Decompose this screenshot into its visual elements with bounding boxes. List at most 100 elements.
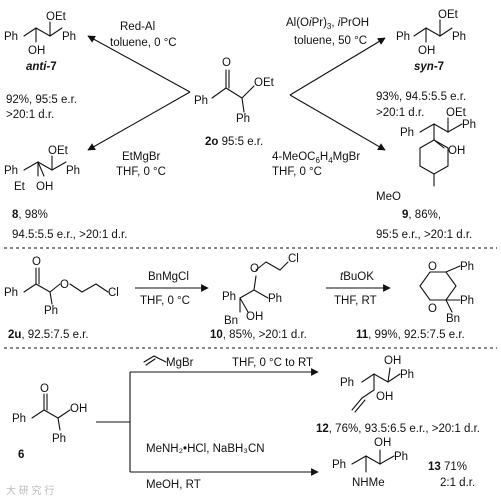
yield-12: 12, 76%, 93.5:6.5 e.r., >20:1 d.r.: [316, 423, 480, 435]
watermark: 大 研 究 行: [6, 484, 54, 497]
et-label: Et: [14, 181, 26, 193]
ph-label: Ph: [194, 95, 208, 107]
reagent-red-al: Red-Al: [120, 21, 155, 33]
ph-label: Ph: [4, 31, 18, 43]
ph-label: Ph: [4, 165, 18, 177]
compound-9: Ph Ph OEt OH MeO: [376, 107, 476, 203]
ph-label: Ph: [394, 451, 408, 463]
oh-label: OH: [246, 311, 263, 323]
vinyl-grignard: MgBr: [143, 355, 194, 369]
ph-label: Ph: [222, 291, 236, 303]
oh-label: OH: [376, 391, 393, 403]
yield-13: 13 71%: [428, 461, 467, 473]
yield-8: 8, 98%: [12, 209, 48, 221]
compound-10: O Cl Ph Ph Bn OH: [222, 253, 299, 327]
arrow-to-anti7: [87, 35, 191, 93]
compound-label-anti-7: anti-7: [26, 61, 57, 73]
cl-label: Cl: [288, 253, 299, 265]
conditions-r1: toluene, 0 °C: [110, 37, 177, 49]
dr-anti-7: >20:1 d.r.: [6, 109, 54, 121]
oet-label: OEt: [446, 107, 467, 119]
yield-10: 10, 85%, >20:1 d.r.: [210, 329, 307, 341]
yield-syn-7: 93%, 94.5:5.5 e.r.: [376, 91, 466, 103]
ether-o: O: [250, 263, 259, 275]
ph-label: Ph: [460, 261, 474, 273]
label-2u: 2u, 92.5:7.5 e.r.: [8, 329, 89, 341]
arrow-to-syn7: [289, 37, 386, 96]
oh-label: OH: [36, 181, 53, 193]
yield-anti-7: 92%, 95:5 e.r.: [6, 94, 77, 106]
yield-9: 9, 86%,: [402, 209, 441, 221]
ph-label: Ph: [62, 31, 76, 43]
conditions-r5: THF, 0 °C: [140, 295, 190, 307]
oh-label: OH: [70, 403, 87, 415]
reagent-bnmgcl: BnMgCl: [148, 271, 189, 283]
ph-label: Ph: [236, 113, 250, 125]
compound-13: Ph Ph OH NHMe: [332, 437, 408, 489]
compound-number: 2o: [205, 136, 218, 148]
ring-o: O: [428, 303, 437, 315]
nhme-label: NHMe: [352, 477, 385, 489]
conditions-r8: MeOH, RT: [146, 479, 201, 491]
compound-8: Ph Ph OEt Et OH: [4, 145, 80, 193]
compound-2u: O O Cl Ph Ph: [4, 256, 119, 317]
ph-label: Ph: [66, 165, 80, 177]
er-9: 95:5 e.r., >20:1 d.r.: [376, 229, 472, 241]
compound-2o: O OEt Ph Ph 2o 95:5 e.r.: [194, 57, 275, 148]
ph-label: Ph: [52, 433, 66, 445]
compound-syn-7: Ph Ph OEt OH syn-7: [396, 9, 466, 73]
carbonyl-o: O: [40, 383, 49, 395]
oet-label: OEt: [254, 77, 275, 89]
arrow-to-8: [87, 91, 191, 151]
compound-label-2o: 2o 95:5 e.r.: [205, 136, 263, 148]
oh-label: OH: [418, 45, 435, 57]
dr-syn-7: >20:1 d.r.: [376, 107, 424, 119]
oh-label: OH: [374, 437, 391, 449]
oh-label: OH: [28, 45, 45, 57]
ph-label: Ph: [400, 127, 414, 139]
conditions-r3: THF, 0 °C: [116, 166, 166, 178]
compound-anti-7: Ph Ph OEt OH anti-7: [4, 11, 76, 73]
yield-11: 11, 99%, 92.5:7.5 e.r.: [356, 329, 465, 341]
ph-label: Ph: [462, 119, 476, 131]
compound-11: O O Ph Ph Bn: [419, 261, 474, 325]
ph-label: Ph: [4, 287, 18, 299]
conditions-r6: THF, RT: [334, 295, 377, 307]
oh-label: OH: [384, 355, 401, 367]
ph-label: Ph: [452, 31, 466, 43]
ether-o: O: [60, 279, 69, 291]
reagent-etmgbr: EtMgBr: [122, 151, 161, 163]
reagent-tbuok: tBuOK: [340, 271, 374, 283]
ph-label: Ph: [400, 369, 414, 381]
cl-label: Cl: [108, 287, 119, 299]
ph-label: Ph: [460, 295, 474, 307]
arrow-to-9: [289, 94, 386, 151]
reagent-reductive-amination: MeNH₂•HCl, NaBH₃CN: [146, 443, 265, 455]
carbonyl-o: O: [32, 256, 41, 268]
ph-label: Ph: [268, 293, 282, 305]
conditions-r2: toluene, 50 °C: [294, 35, 367, 47]
ph-label: Ph: [12, 413, 26, 425]
ring-o: O: [428, 261, 437, 273]
bn-label: Bn: [224, 315, 238, 327]
bn-label: Bn: [446, 313, 460, 325]
oh-label: OH: [448, 145, 465, 157]
dr-13: 2:1 d.r.: [440, 477, 475, 489]
reagent-aryl-grignard: 4-MeOC6H4MgBr: [272, 151, 360, 165]
oet-label: OEt: [48, 145, 69, 157]
ph-label: Ph: [396, 31, 410, 43]
ph-label: Ph: [332, 459, 346, 471]
label-6: 6: [18, 449, 24, 461]
meo-label: MeO: [376, 191, 401, 203]
reagent-al-oipr: Al(OiPr)3, iPrOH: [286, 17, 369, 31]
ph-label: Ph: [44, 305, 58, 317]
er-8: 94.5:5.5 e.r., >20:1 d.r.: [12, 229, 127, 241]
compound-label-syn-7: syn-7: [414, 61, 444, 73]
oet-label: OEt: [438, 9, 459, 21]
conditions-r4: THF, 0 °C: [272, 166, 322, 178]
carbonyl-o: O: [222, 57, 231, 69]
compound-12: Ph Ph OH OH: [340, 355, 414, 413]
oet-label: OEt: [46, 11, 67, 23]
ph-label: Ph: [340, 377, 354, 389]
